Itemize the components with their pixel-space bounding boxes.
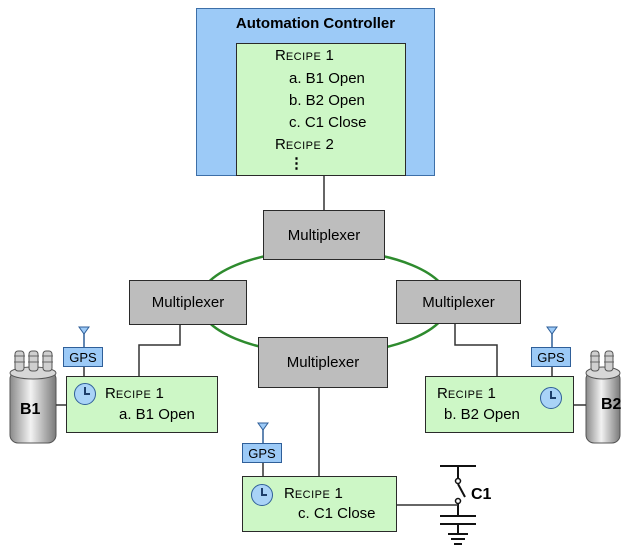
device-label-b2: B2 [601, 396, 622, 413]
gps-b1: GPS [63, 347, 103, 367]
antenna-c1-icon [257, 422, 269, 443]
gps-c1: GPS [242, 443, 282, 463]
antenna-b1-icon [78, 326, 90, 347]
recipe-item: b. B2 Open [289, 92, 365, 109]
gps-b2: GPS [531, 347, 571, 367]
capacitor-c1-icon [440, 465, 476, 545]
node-b2-recipe-heading: RECIPE 1 [437, 385, 496, 402]
node-c1-recipe-item: c. C1 Close [298, 505, 376, 522]
device-label-b1: B1 [20, 401, 41, 418]
antenna-b2-icon [546, 326, 558, 347]
device-label-c1: C1 [471, 486, 492, 503]
multiplexer-middle: Multiplexer [258, 337, 388, 388]
recipe-2-heading: RECIPE 2 [275, 136, 334, 153]
multiplexer-top: Multiplexer [263, 210, 385, 260]
multiplexer-right: Multiplexer [396, 280, 521, 324]
right-mux-link [454, 324, 498, 376]
recipe-item: a. B1 Open [289, 70, 365, 87]
node-c1: RECIPE 1 c. C1 Close [242, 476, 397, 532]
recipe-item: c. C1 Close [289, 114, 367, 131]
controller-title: Automation Controller [235, 15, 396, 32]
transformer-b2-icon [585, 350, 621, 444]
multiplexer-left: Multiplexer [129, 280, 247, 325]
clock-icon [251, 484, 273, 506]
transformer-b1-icon [9, 350, 57, 444]
controller-recipe-list: RECIPE 1 a. B1 Open b. B2 Open c. C1 Clo… [236, 43, 406, 176]
node-b2: RECIPE 1 b. B2 Open [425, 376, 574, 433]
clock-icon [74, 383, 96, 405]
clock-icon [540, 387, 562, 409]
node-c1-recipe-heading: RECIPE 1 [284, 485, 343, 502]
recipe-1-heading: RECIPE 1 [275, 47, 334, 64]
node-b1-recipe-item: a. B1 Open [119, 406, 195, 423]
node-b2-recipe-item: b. B2 Open [444, 406, 520, 423]
ellipsis: ⋮ [289, 155, 304, 172]
node-b1: RECIPE 1 a. B1 Open [66, 376, 218, 433]
node-b1-recipe-heading: RECIPE 1 [105, 385, 164, 402]
left-mux-link [138, 325, 181, 376]
